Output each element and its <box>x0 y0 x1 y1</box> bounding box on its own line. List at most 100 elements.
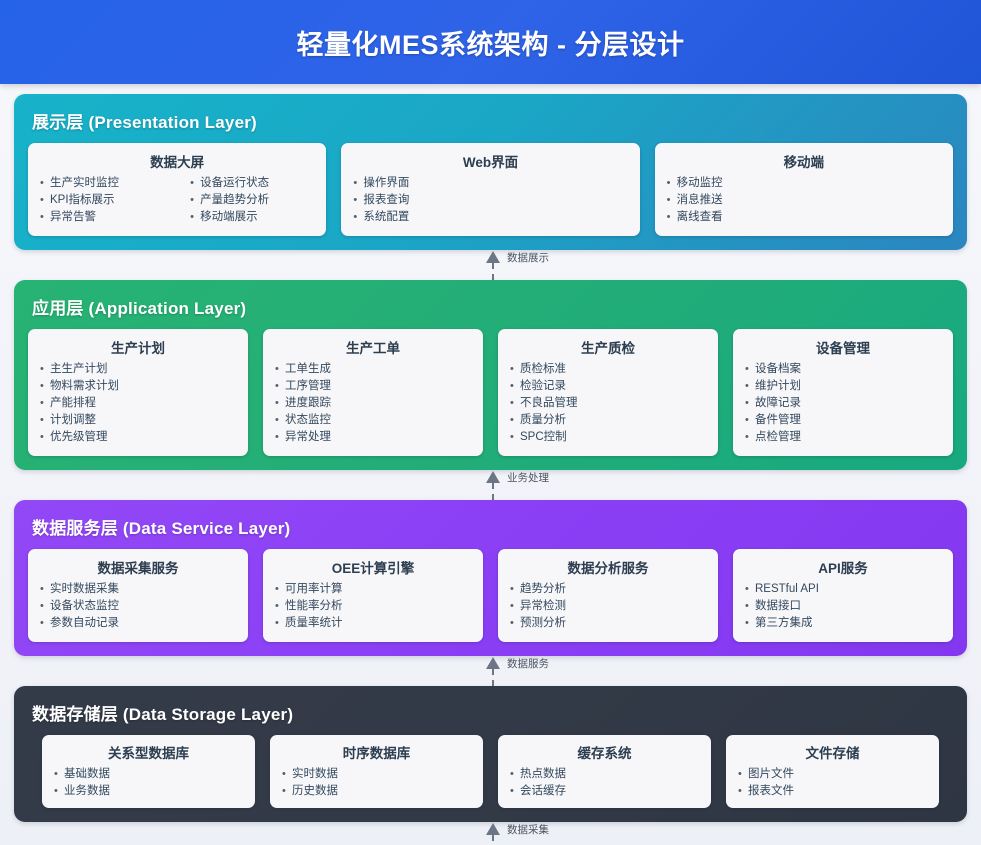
module-card-title: 设备管理 <box>816 341 870 356</box>
layer-connector: 业务处理 <box>14 470 967 500</box>
module-feature-item: 生产实时监控 <box>40 175 164 192</box>
card-row: 关系型数据库基础数据业务数据时序数据库实时数据历史数据缓存系统热点数据会话缓存文… <box>28 735 953 808</box>
module-feature-item: 移动端展示 <box>190 209 314 226</box>
module-feature-item: 产量趋势分析 <box>190 192 314 209</box>
module-card-title: 数据采集服务 <box>97 561 179 576</box>
module-card[interactable]: 生产质检质检标准检验记录不良品管理质量分析SPC控制 <box>498 329 718 456</box>
module-card[interactable]: 数据分析服务趋势分析异常检测预测分析 <box>498 549 718 642</box>
module-card[interactable]: 数据大屏生产实时监控KPI指标展示异常告警 设备运行状态产量趋势分析移动端展示 <box>28 143 327 236</box>
module-card-title: 时序数据库 <box>342 746 411 761</box>
module-feature-item: 设备档案 <box>745 361 941 378</box>
module-feature-item: 计划调整 <box>40 412 236 429</box>
card-row: 数据采集服务实时数据采集设备状态监控参数自动记录OEE计算引擎可用率计算性能率分… <box>28 549 953 642</box>
module-card[interactable]: 数据采集服务实时数据采集设备状态监控参数自动记录 <box>28 549 248 642</box>
module-card[interactable]: 关系型数据库基础数据业务数据 <box>42 735 255 808</box>
page-title: 轻量化MES系统架构 - 分层设计 <box>296 29 685 60</box>
module-card-title: 文件存储 <box>805 746 860 761</box>
module-feature-list: 操作界面报表查询系统配置 <box>353 175 627 226</box>
module-feature-item: 质检标准 <box>510 361 706 378</box>
layer-dataservice: 数据服务层 (Data Service Layer) 数据采集服务实时数据采集设备… <box>14 500 967 656</box>
module-feature-list: 设备档案维护计划故障记录备件管理点检管理 <box>745 361 941 446</box>
module-feature-item: 业务数据 <box>54 783 243 800</box>
module-feature-list: 移动监控消息推送离线查看 <box>667 175 941 226</box>
module-feature-item: 检验记录 <box>510 378 706 395</box>
module-card[interactable]: Web界面操作界面报表查询系统配置 <box>341 143 640 236</box>
module-feature-item: 维护计划 <box>745 378 941 395</box>
module-feature-item: 实时数据 <box>282 766 471 783</box>
card-row: 数据大屏生产实时监控KPI指标展示异常告警 设备运行状态产量趋势分析移动端展示 We… <box>28 143 953 236</box>
module-feature-item: 状态监控 <box>275 412 471 429</box>
module-feature-item: 预测分析 <box>510 615 706 632</box>
module-feature-item: 工序管理 <box>275 378 471 395</box>
module-feature-item: 报表查询 <box>353 192 627 209</box>
module-feature-item: 质量率统计 <box>275 615 471 632</box>
connector-inner: 数据采集 <box>485 822 549 845</box>
module-card-title: 数据大屏 <box>150 155 205 170</box>
module-feature-item: 不良品管理 <box>510 395 706 412</box>
module-card[interactable]: 时序数据库实时数据历史数据 <box>270 735 483 808</box>
module-card[interactable]: 文件存储图片文件报表文件 <box>726 735 939 808</box>
module-card[interactable]: 缓存系统热点数据会话缓存 <box>498 735 711 808</box>
module-feature-item: 物料需求计划 <box>40 378 236 395</box>
module-feature-item: 移动监控 <box>667 175 941 192</box>
module-feature-item: 数据接口 <box>745 598 941 615</box>
arrow-up-icon <box>485 470 501 500</box>
layer-title: 数据服务层 (Data Service Layer) <box>32 519 291 538</box>
module-feature-list: 主生产计划物料需求计划产能排程计划调整优先级管理 <box>40 361 236 446</box>
module-feature-item: 可用率计算 <box>275 581 471 598</box>
module-feature-list: 生产实时监控KPI指标展示异常告警 设备运行状态产量趋势分析移动端展示 <box>40 175 314 226</box>
module-feature-item: 会话缓存 <box>510 783 699 800</box>
module-feature-item: 热点数据 <box>510 766 699 783</box>
module-feature-item: 异常检测 <box>510 598 706 615</box>
module-feature-item: 第三方集成 <box>745 615 941 632</box>
connector-label: 业务处理 <box>507 472 549 484</box>
layer-storage: 数据存储层 (Data Storage Layer)关系型数据库基础数据业务数据… <box>14 686 967 822</box>
connector-label: 数据服务 <box>507 658 549 670</box>
module-card[interactable]: 生产工单工单生成工序管理进度跟踪状态监控异常处理 <box>263 329 483 456</box>
module-card[interactable]: API服务RESTful API数据接口第三方集成 <box>733 549 953 642</box>
layer-connector: 数据展示 <box>14 250 967 280</box>
module-card-title: OEE计算引擎 <box>331 561 415 576</box>
module-card-title: 生产质检 <box>581 341 635 356</box>
module-feature-item: 参数自动记录 <box>40 615 236 632</box>
module-feature-item: 设备状态监控 <box>40 598 236 615</box>
module-feature-item: 异常告警 <box>40 209 164 226</box>
module-feature-list: 工单生成工序管理进度跟踪状态监控异常处理 <box>275 361 471 446</box>
module-feature-item: KPI指标展示 <box>40 192 164 209</box>
module-feature-item: 历史数据 <box>282 783 471 800</box>
module-feature-item: 进度跟踪 <box>275 395 471 412</box>
module-feature-item: 异常处理 <box>275 429 471 446</box>
module-card[interactable]: 生产计划主生产计划物料需求计划产能排程计划调整优先级管理 <box>28 329 248 456</box>
layer-title: 应用层 (Application Layer) <box>32 299 247 318</box>
module-feature-item: 图片文件 <box>738 766 927 783</box>
module-feature-item: 主生产计划 <box>40 361 236 378</box>
module-card[interactable]: 移动端移动监控消息推送离线查看 <box>654 143 953 236</box>
layer-connector: 数据采集 <box>14 822 967 845</box>
module-card[interactable]: OEE计算引擎可用率计算性能率分析质量率统计 <box>263 549 483 642</box>
module-feature-item: 优先级管理 <box>40 429 236 446</box>
module-feature-item: 趋势分析 <box>510 581 706 598</box>
arrow-up-icon <box>485 822 501 845</box>
module-feature-item: 故障记录 <box>745 395 941 412</box>
connector-label: 数据采集 <box>507 824 549 836</box>
module-feature-item: 备件管理 <box>745 412 941 429</box>
module-card-title: 缓存系统 <box>577 746 632 761</box>
module-feature-item: 基础数据 <box>54 766 243 783</box>
module-card[interactable]: 设备管理设备档案维护计划故障记录备件管理点检管理 <box>733 329 953 456</box>
module-feature-item: 产能排程 <box>40 395 236 412</box>
layer-title: 展示层 (Presentation Layer) <box>32 113 257 132</box>
module-feature-item: 点检管理 <box>745 429 941 446</box>
module-feature-item: 设备运行状态 <box>190 175 314 193</box>
module-feature-list: 实时数据历史数据 <box>282 766 471 800</box>
connector-inner: 数据服务 <box>485 656 549 686</box>
module-feature-item: 操作界面 <box>353 175 627 192</box>
module-feature-item: 实时数据采集 <box>40 581 236 598</box>
module-feature-list: 实时数据采集设备状态监控参数自动记录 <box>40 581 236 632</box>
layer-connector: 数据服务 <box>14 656 967 686</box>
layer-stack: 展示层 (Presentation Layer) 数据大屏生产实时监控KPI指标展… <box>0 84 981 845</box>
connector-inner: 数据展示 <box>485 250 549 280</box>
connector-inner: 业务处理 <box>485 470 549 500</box>
module-card-title: 移动端 <box>783 155 825 170</box>
module-feature-list: 趋势分析异常检测预测分析 <box>510 581 706 632</box>
